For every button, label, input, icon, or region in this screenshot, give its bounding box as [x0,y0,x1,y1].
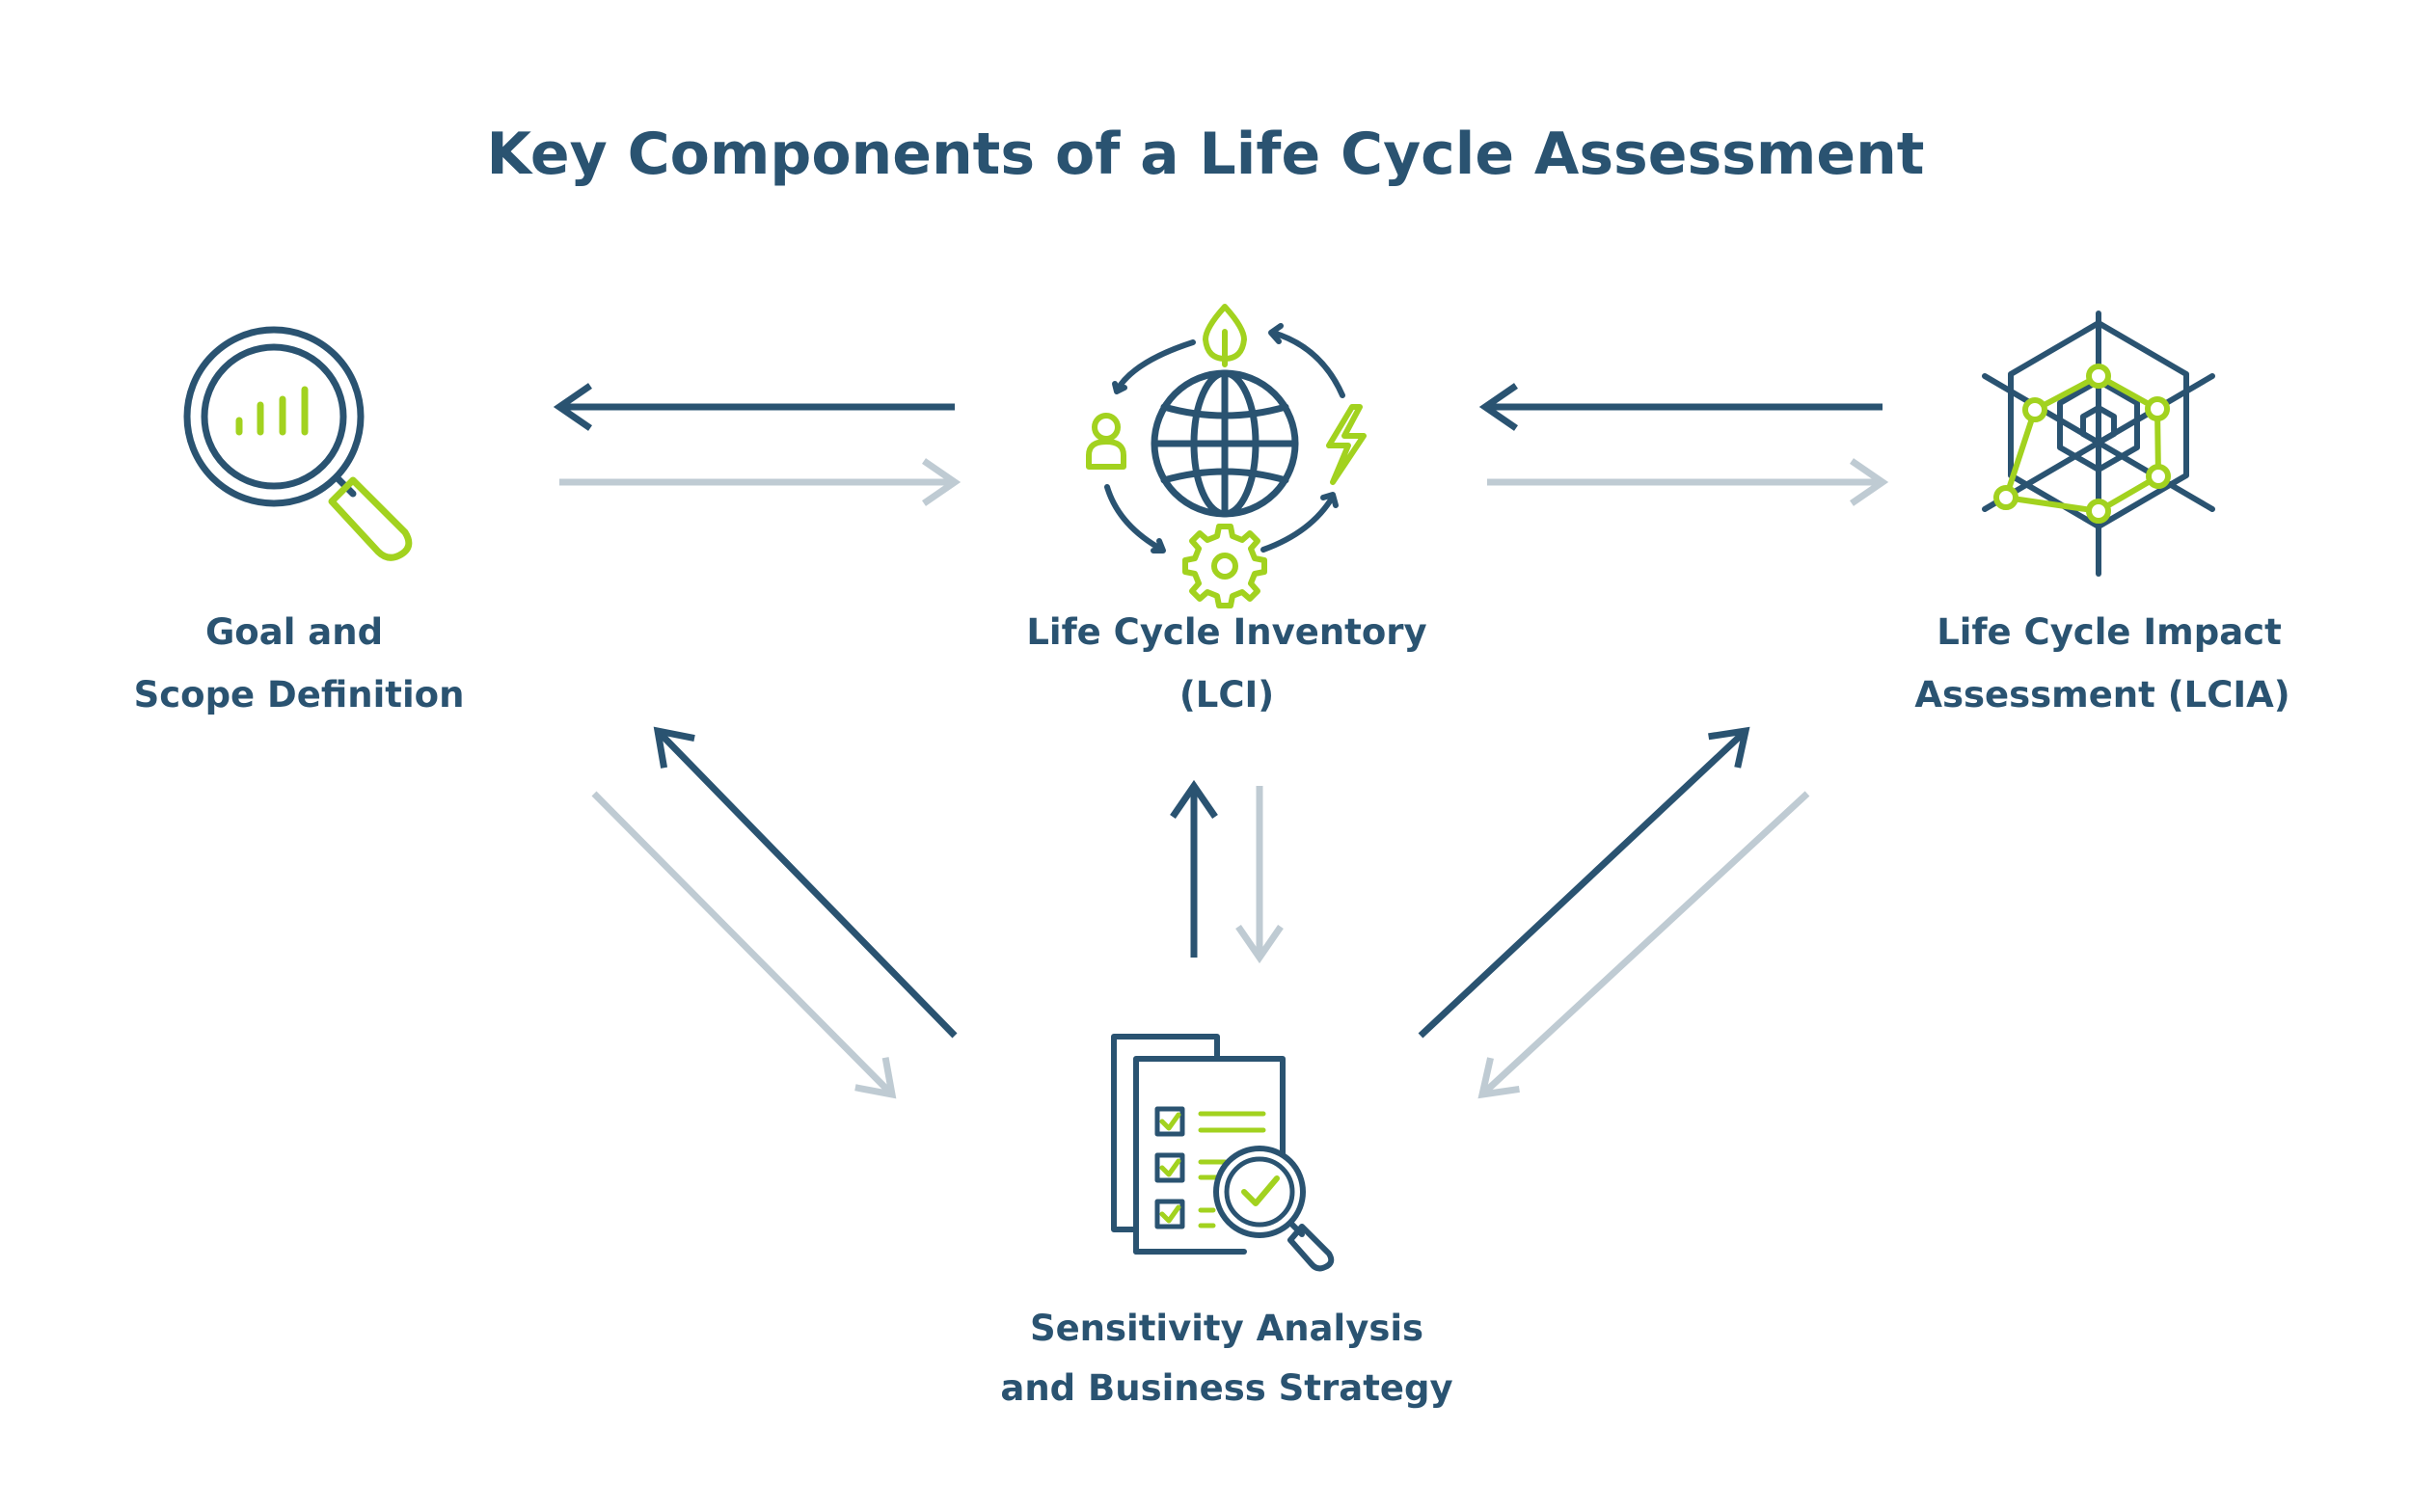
goal-label-line-1: Goal and [205,611,383,653]
node-lcia: Life Cycle Impact Assessment (LCIA) [1914,611,2289,716]
lci-label-line-2: (LCI) [1179,674,1274,716]
sensitivity-label-line-2: and Business Strategy [1000,1367,1452,1409]
lightning-icon [1326,404,1367,485]
checklist-magnifier-icon [1111,1034,1335,1272]
arrow-sensitivity-to-goal [653,726,958,1039]
arrow-sensitivity-to-lcia [1418,726,1750,1039]
arrow-goal-to-sensitivity [591,791,897,1099]
lci-label-line-1: Life Cycle Inventory [1026,611,1426,653]
lcia-label-line-2: Assessment (LCIA) [1914,674,2289,716]
arrow-lcia-to-sensitivity [1477,791,1810,1099]
gear-icon [1182,524,1267,608]
arrows [553,383,1889,1099]
leaf-icon [1203,304,1247,367]
lcia-label-line-1: Life Cycle Impact [1937,611,2282,653]
person-icon [1086,413,1126,470]
node-goal: Goal and Scope Definition [134,611,465,716]
node-lci: Life Cycle Inventory (LCI) [1026,611,1426,716]
node-sensitivity: Sensitivity Analysis and Business Strate… [1000,1308,1452,1409]
globe-cycle-icon [1086,304,1367,608]
sensitivity-label-line-1: Sensitivity Analysis [1030,1308,1423,1349]
diagram-title: Key Components of a Life Cycle Assessmen… [486,121,1924,188]
radar-chart-icon [1982,310,2215,577]
goal-label-line-2: Scope Definition [134,674,465,716]
magnifier-bar-chart-icon [183,326,413,561]
